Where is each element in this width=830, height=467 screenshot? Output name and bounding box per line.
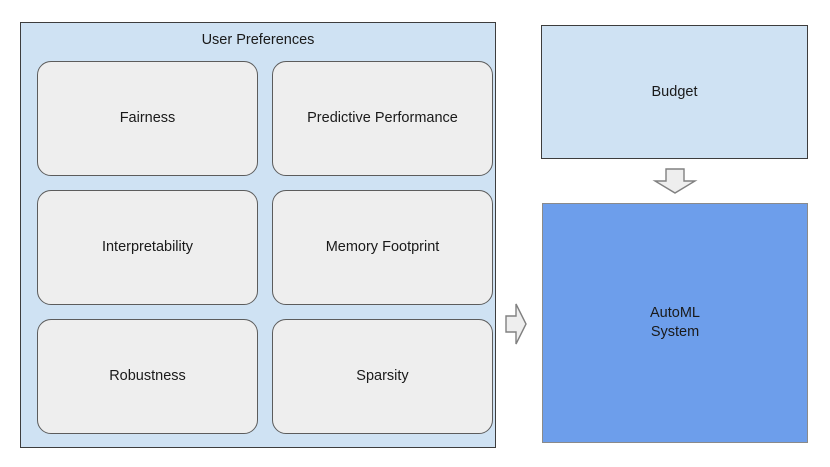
automl-system-label: AutoML System xyxy=(650,305,700,340)
budget-label: Budget xyxy=(651,84,698,100)
preference-card-fairness[interactable]: Fairness xyxy=(37,61,258,176)
arrow-down-icon xyxy=(652,168,698,194)
arrow-right-icon xyxy=(505,303,527,345)
budget-box[interactable]: Budget xyxy=(541,25,808,159)
preference-card-label: Memory Footprint xyxy=(325,239,440,256)
preference-card-label: Fairness xyxy=(119,110,176,127)
preference-card-sparsity[interactable]: Sparsity xyxy=(272,319,493,434)
preference-card-label: Sparsity xyxy=(356,368,409,385)
preference-card-grid: Fairness Predictive Performance Interpre… xyxy=(37,61,493,435)
preference-card-label: Robustness xyxy=(109,368,186,385)
user-preferences-panel: User Preferences Fairness Predictive Per… xyxy=(20,22,496,448)
user-preferences-title: User Preferences xyxy=(201,32,315,48)
preference-card-interpretability[interactable]: Interpretability xyxy=(37,190,258,305)
automl-system-box[interactable]: AutoML System xyxy=(542,203,808,443)
preference-card-label: Predictive Performance xyxy=(307,110,458,127)
preference-card-predictive-performance[interactable]: Predictive Performance xyxy=(272,61,493,176)
preference-card-robustness[interactable]: Robustness xyxy=(37,319,258,434)
preference-card-memory-footprint[interactable]: Memory Footprint xyxy=(272,190,493,305)
preference-card-label: Interpretability xyxy=(101,239,194,256)
